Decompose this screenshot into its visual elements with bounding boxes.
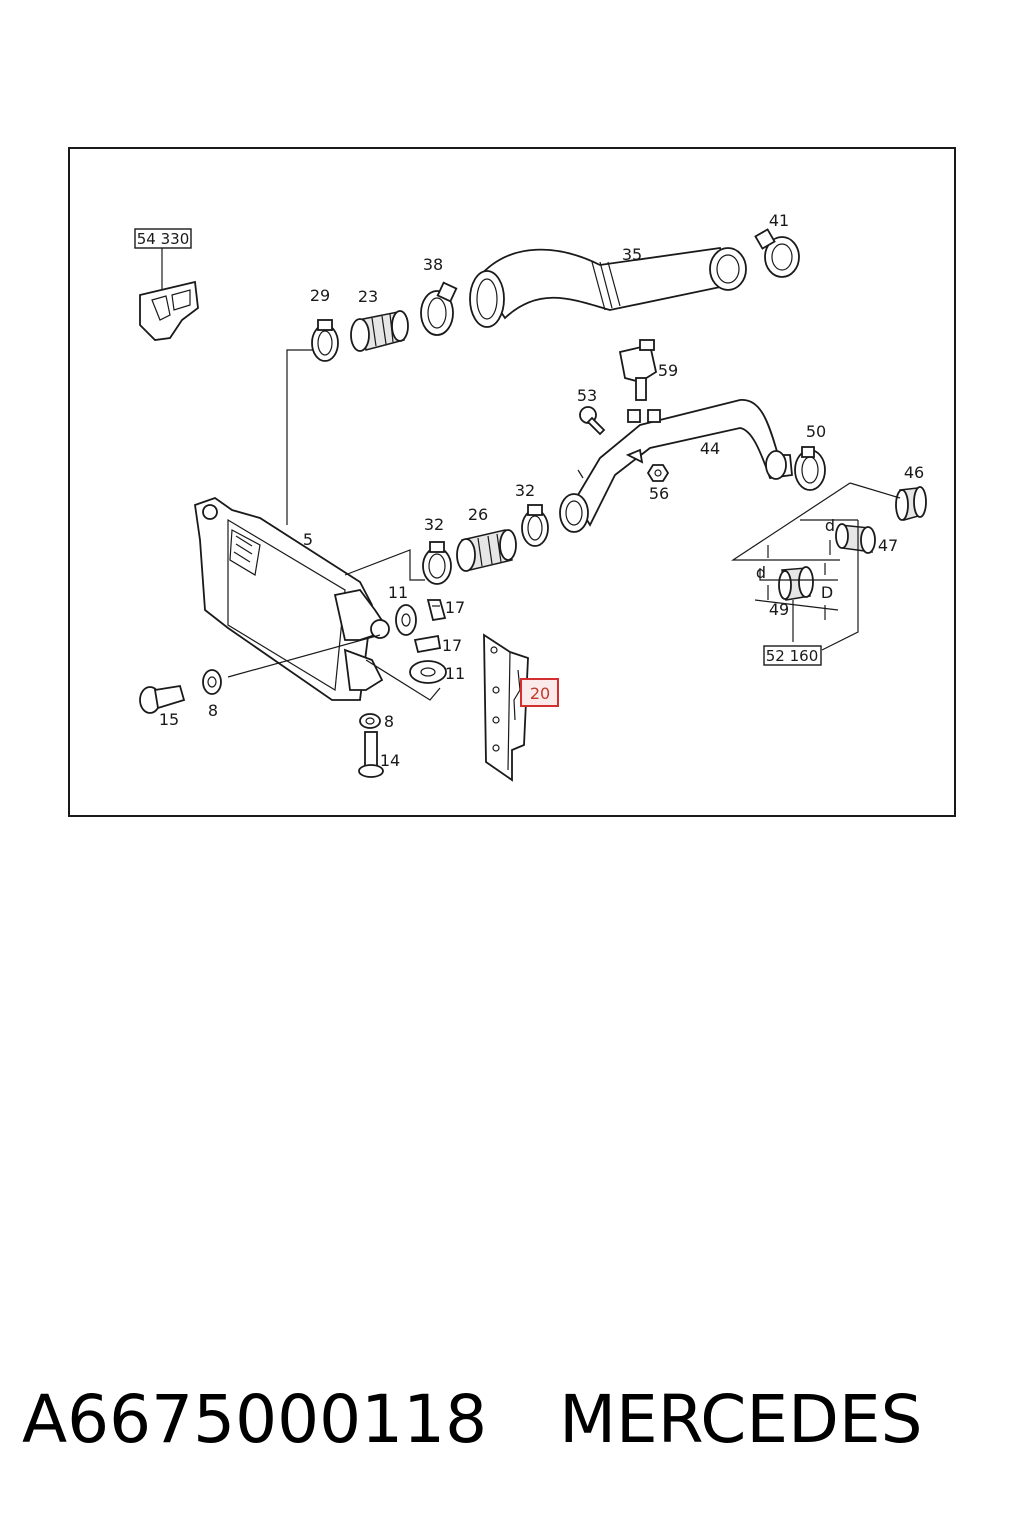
- callout-label: 5: [303, 530, 313, 549]
- callout-label: 35: [622, 245, 642, 264]
- part-number: A6675000118: [22, 1381, 488, 1458]
- highlighted-callout-20[interactable]: 20: [520, 678, 559, 707]
- charge-pipe-44-part: [559, 399, 793, 533]
- dimension-label: d: [756, 563, 766, 582]
- callout-label: 17: [442, 636, 462, 655]
- callout-label: 49: [769, 600, 789, 619]
- spacer-8-lower-part: [359, 713, 381, 729]
- callout-label: 50: [806, 422, 826, 441]
- hose-47-part: [835, 523, 876, 554]
- sensor-bracket-part: [139, 280, 199, 341]
- reference-box-54-330: 54 330: [134, 228, 192, 249]
- leader-lines: [161, 248, 901, 701]
- brand-name: MERCEDES: [559, 1381, 923, 1458]
- parts-diagram: 54 330 52 160 20 5 8 8 11 11 14 15 17 17…: [68, 147, 956, 817]
- hose-clamp-32-lower-part: [422, 541, 452, 585]
- valve-59-part: [618, 339, 658, 401]
- charge-hose-35-part: [469, 246, 747, 328]
- callout-label: 46: [904, 463, 924, 482]
- callout-label: 53: [577, 386, 597, 405]
- dimension-labels: d d D: [756, 516, 835, 602]
- washer-11-lower-part: [409, 660, 447, 684]
- hose-clamp-32-upper-part: [521, 504, 549, 547]
- callout-label: 8: [208, 701, 218, 720]
- callout-label: 26: [468, 505, 488, 524]
- callout-label: 44: [700, 439, 720, 458]
- clip-17-lower-part: [413, 634, 442, 654]
- highlighted-part-number: 20: [530, 684, 550, 703]
- screw-53-part: [579, 406, 606, 436]
- callout-label: 17: [445, 598, 465, 617]
- callout-label: 11: [388, 583, 408, 602]
- hose-clamp-38-part: [420, 281, 458, 336]
- callout-label: 47: [878, 536, 898, 555]
- reference-label: 52 160: [766, 647, 819, 665]
- footer: A6675000118 MERCEDES: [22, 1370, 1012, 1470]
- callout-label: 56: [649, 484, 669, 503]
- reference-label: 54 330: [137, 230, 190, 248]
- clip-17-upper-part: [426, 599, 447, 622]
- diagram-frame: [68, 147, 956, 817]
- dimension-label: D: [821, 583, 833, 602]
- bracket-20-part: [483, 633, 529, 782]
- callout-label: 32: [515, 481, 535, 500]
- sleeve-46-part: [895, 486, 927, 521]
- hose-clamp-29-part: [311, 319, 339, 362]
- hose-26-part: [456, 529, 517, 572]
- washer-11-upper-part: [395, 604, 417, 636]
- callout-label: 29: [310, 286, 330, 305]
- hose-23-part: [350, 310, 409, 352]
- callout-label: 15: [159, 710, 179, 729]
- nut-56-part: [646, 464, 670, 482]
- callout-label: 32: [424, 515, 444, 534]
- bolt-14-part: [358, 731, 384, 778]
- bolt-15-part: [139, 684, 186, 714]
- dimension-label: d: [825, 516, 835, 535]
- callout-labels: 5 8 8 11 11 14 15 17 17 23 26 29 32 32 3…: [159, 211, 924, 770]
- reference-box-52-160: 52 160: [763, 645, 822, 666]
- callout-label: 41: [769, 211, 789, 230]
- callout-label: 23: [358, 287, 378, 306]
- callout-label: 59: [658, 361, 678, 380]
- intercooler-part: [194, 496, 390, 701]
- callout-label: 8: [384, 712, 394, 731]
- spacer-8-left-part: [202, 669, 222, 695]
- hose-49-part: [778, 566, 814, 601]
- hose-clamp-41-part: [754, 228, 800, 278]
- callout-label: 14: [380, 751, 400, 770]
- callout-label: 11: [445, 664, 465, 683]
- callout-label: 38: [423, 255, 443, 274]
- hose-clamp-50-part: [794, 446, 826, 491]
